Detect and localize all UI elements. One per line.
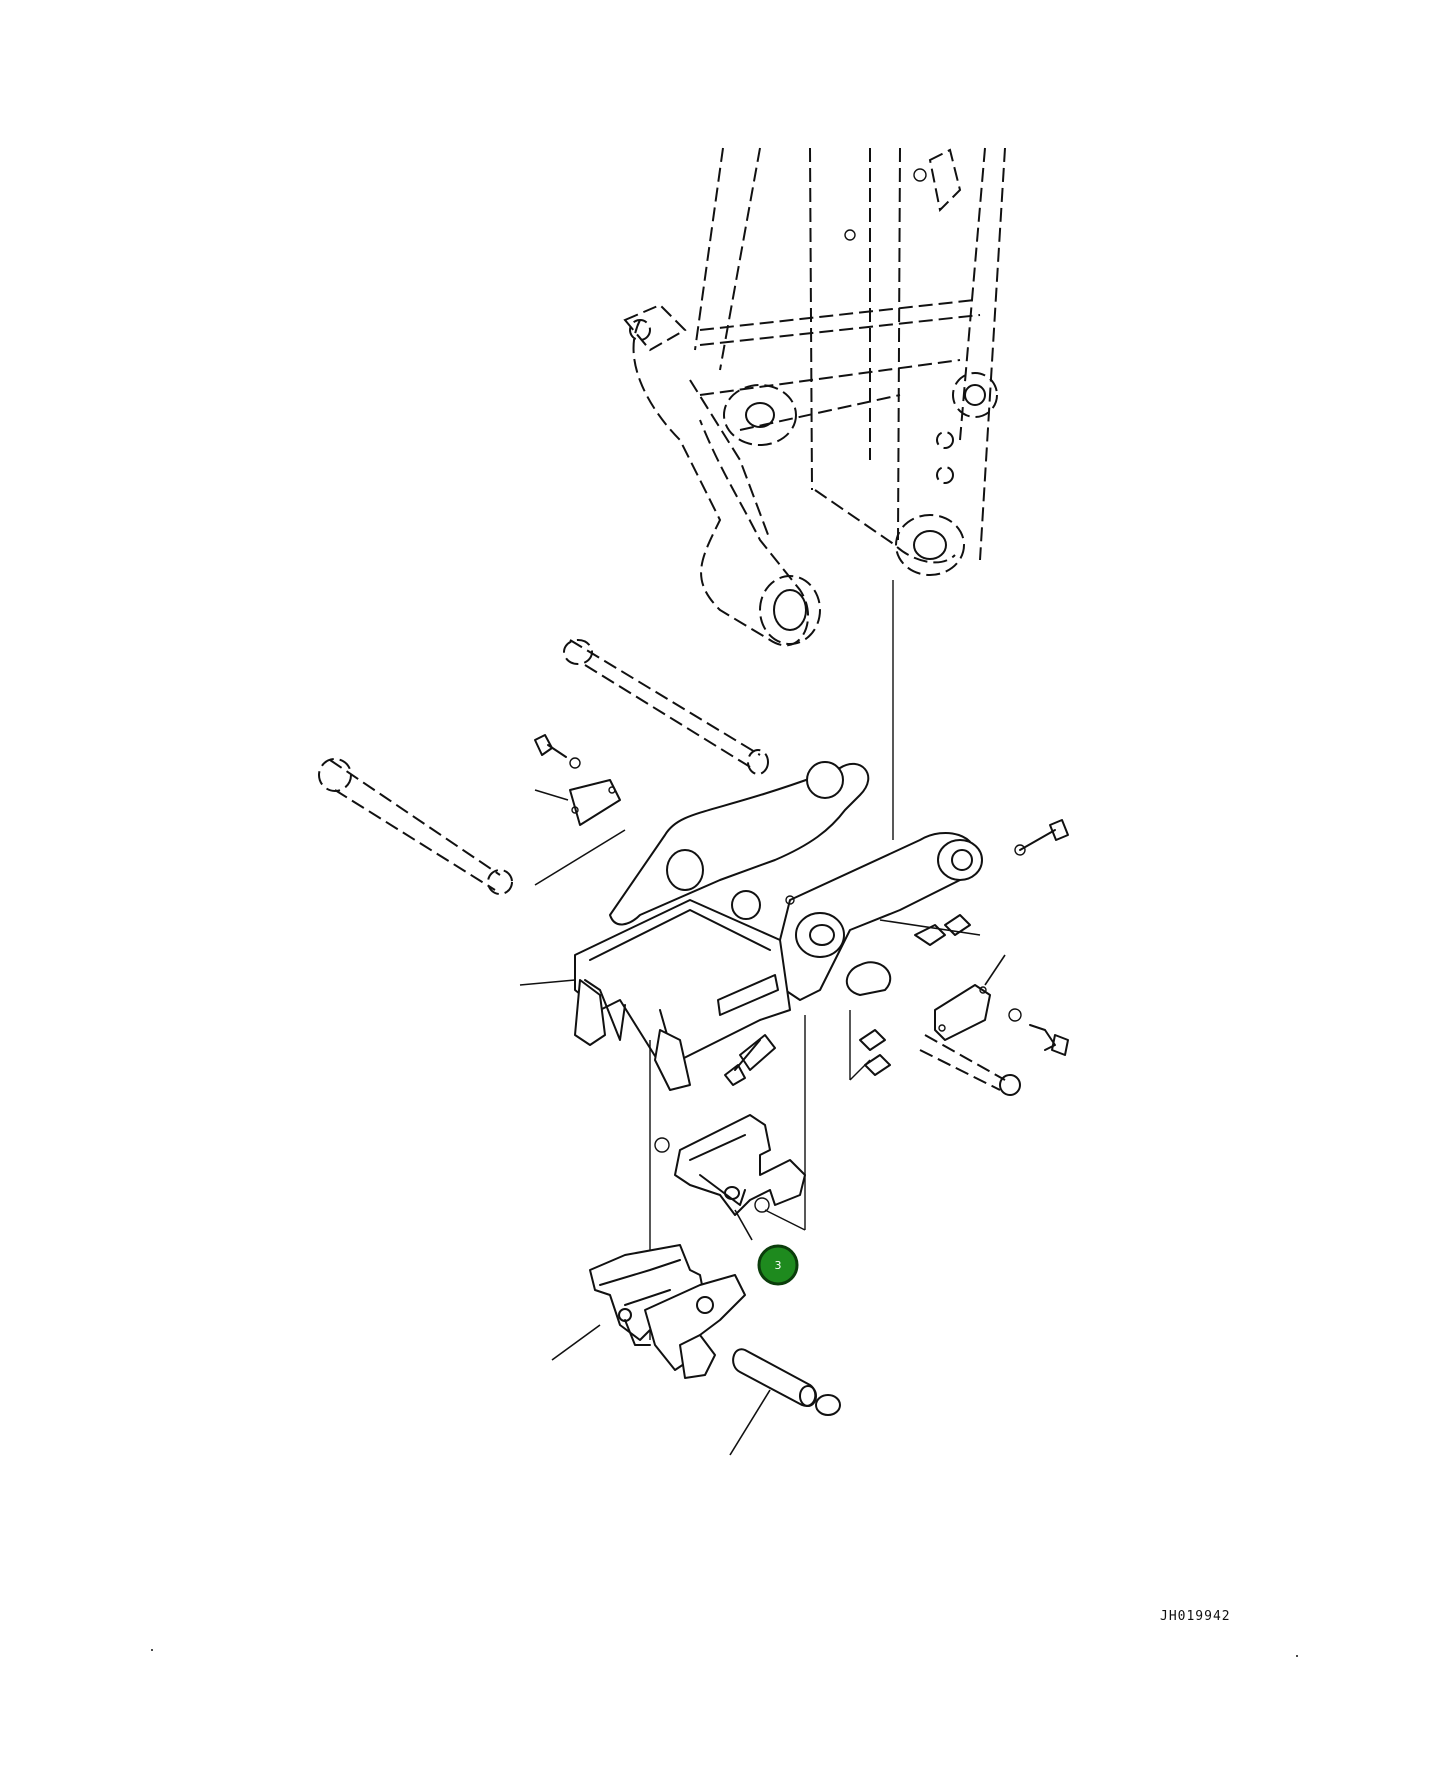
lower-pin (318, 758, 626, 895)
left-cover-plate (534, 779, 621, 826)
callout-3-label: 3 (775, 1259, 782, 1272)
right-bolt-lower (1008, 1008, 1069, 1056)
coupler-body (519, 761, 983, 1091)
lower-lock-block (551, 1244, 746, 1379)
right-pin-small (919, 1034, 1021, 1096)
right-bolt-top (1014, 819, 1069, 856)
upper-pin (563, 639, 769, 775)
center-nuts (849, 1010, 891, 1081)
scan-dot (151, 1649, 153, 1651)
bolt-left (534, 734, 581, 769)
right-cover-plate (934, 954, 1006, 1041)
bolt-under-body (724, 1039, 761, 1086)
arm-phantom (623, 147, 1006, 647)
scan-dot (1296, 1655, 1298, 1657)
right-nuts (879, 914, 981, 946)
drawing-number: JH019942 (1160, 1609, 1231, 1624)
callout-3[interactable]: 3 (757, 1244, 799, 1286)
lower-lock-pin (729, 1348, 841, 1456)
lock-hook (654, 1114, 806, 1241)
